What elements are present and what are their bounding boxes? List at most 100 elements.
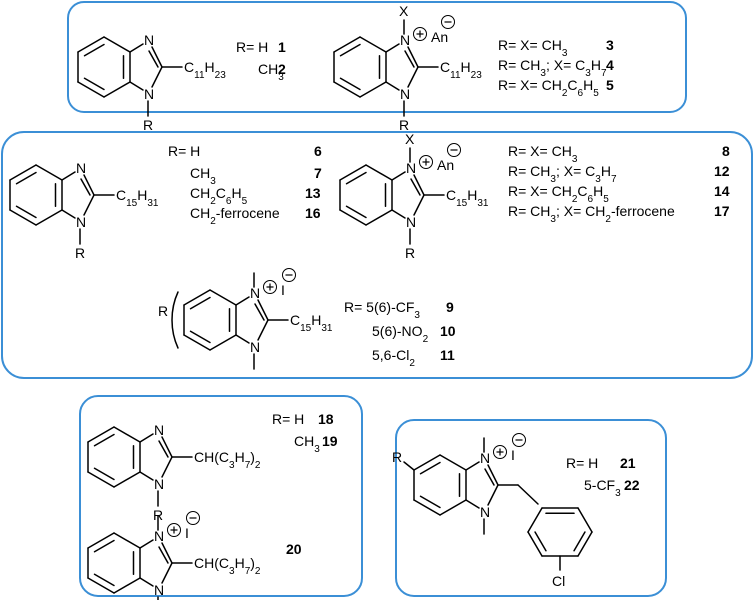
compound-number: 8 [722, 143, 730, 159]
compound-number: 6 [314, 143, 322, 159]
substituent-label: CH2C6H5 [190, 185, 248, 207]
imidazole-bond [235, 296, 250, 306]
imidazole-bond [465, 499, 480, 509]
benzene-bond [333, 81, 361, 98]
compound-number: 5 [606, 77, 614, 93]
imidazole-bond [385, 43, 400, 53]
benzene-bond [413, 454, 441, 471]
imidazole-bond [151, 46, 163, 68]
benzene-double-bond [93, 467, 115, 481]
benzene-bond [103, 81, 131, 98]
imidazole-bond [151, 66, 163, 88]
group-box-1 [67, 1, 687, 113]
substituent-bracket [171, 291, 179, 349]
substituent-label: R= X= CH3 [498, 37, 568, 59]
counter-anion-label: I [281, 282, 285, 298]
benzene-bond [113, 426, 141, 443]
alkyl-chain-label: C11H23 [184, 59, 226, 81]
substituent-label: R= H [566, 455, 598, 471]
negative-charge-icon [447, 143, 461, 157]
benzene-double-bond [15, 205, 37, 219]
benzene-bond [439, 499, 467, 516]
imidazole-bond [465, 461, 480, 471]
compound-number: 22 [624, 477, 640, 493]
compound-number: 19 [322, 433, 338, 449]
positive-charge-icon [419, 155, 433, 169]
counter-anion-label: I [511, 447, 515, 463]
substituent-label: 5-CF3 [584, 477, 621, 499]
benzene-bond [439, 454, 467, 471]
benzene-bond [359, 36, 387, 53]
chlorine-atom: Cl [552, 573, 565, 589]
imidazole-bond [129, 43, 144, 53]
nitrogen-atom: N [154, 422, 164, 438]
positive-charge-icon [493, 445, 507, 459]
imidazole-double-bond [254, 303, 265, 321]
imidazole-bond [487, 464, 499, 486]
imidazole-bond [413, 194, 425, 216]
benzylbenzimidazolium-structure-21-22: N N I [413, 433, 526, 535]
substituent-label: CH3 [190, 165, 216, 187]
benzyl-bond [517, 484, 539, 505]
benzene-double-bond [93, 433, 115, 447]
negative-charge-icon [512, 433, 526, 447]
alkyl-chain-label: CH(C3H7)2 [194, 555, 261, 577]
negative-charge-icon [186, 511, 200, 525]
nitrogen-atom: N [480, 504, 490, 520]
imidazole-bond [235, 334, 250, 344]
imidazole-bond [407, 46, 419, 68]
substituent-label: R= X= CH3 [508, 143, 578, 165]
substituent-label: R= CH3; X= C3H7 [498, 57, 607, 79]
group-box-4 [395, 419, 667, 597]
imidazole-double-bond [404, 50, 415, 68]
phenyl-double-bond [534, 531, 547, 552]
ring-r-group-label: R [392, 449, 402, 465]
imidazole-bond [161, 436, 173, 458]
benzene-bond [87, 426, 115, 443]
compound-number: 20 [286, 541, 302, 557]
compound-number: 4 [606, 57, 614, 73]
r-group-label: R [153, 507, 163, 523]
imidazole-bond [161, 562, 173, 584]
compound-number: 21 [620, 455, 636, 471]
nitrogen-atom: N [144, 86, 154, 102]
r-group-label: R [399, 117, 409, 133]
benzene-bond [183, 289, 211, 306]
compound-number: 1 [278, 39, 286, 55]
nitrogen-atom: N [144, 32, 154, 48]
benzene-bond [333, 36, 361, 53]
imidazole-bond [129, 81, 144, 91]
benzene-bond [9, 209, 37, 226]
nitrogen-atom: N [154, 528, 164, 544]
counter-anion-label: An [437, 157, 454, 173]
benzene-bond [339, 164, 367, 181]
phenyl-bond [527, 531, 543, 557]
nitrogen-atom: N [154, 582, 164, 598]
benzene-bond [9, 164, 37, 181]
compound-number: 16 [305, 205, 321, 221]
benzene-bond [413, 499, 441, 516]
benzene-double-bond [83, 77, 105, 91]
substituent-label: R= 5(6)-CF3 [344, 299, 420, 321]
benzene-bond [87, 471, 115, 488]
nitrogen-atom: N [480, 450, 490, 466]
alkyl-chain-label: C11H23 [440, 59, 482, 81]
imidazole-bond [487, 484, 499, 506]
benzene-bond [113, 471, 141, 488]
benzene-double-bond [345, 171, 367, 185]
benzene-bond [183, 334, 211, 351]
nitrogen-atom: N [250, 285, 260, 301]
imidazole-bond [139, 471, 154, 481]
benzene-bond [113, 532, 141, 549]
compound-number: 9 [446, 299, 454, 315]
imidazole-double-bond [158, 440, 169, 458]
benzene-double-bond [93, 539, 115, 553]
compound-number: 17 [714, 203, 730, 219]
imidazole-double-bond [410, 178, 421, 196]
compound-number: 14 [714, 183, 730, 199]
imidazole-double-bond [484, 468, 495, 486]
